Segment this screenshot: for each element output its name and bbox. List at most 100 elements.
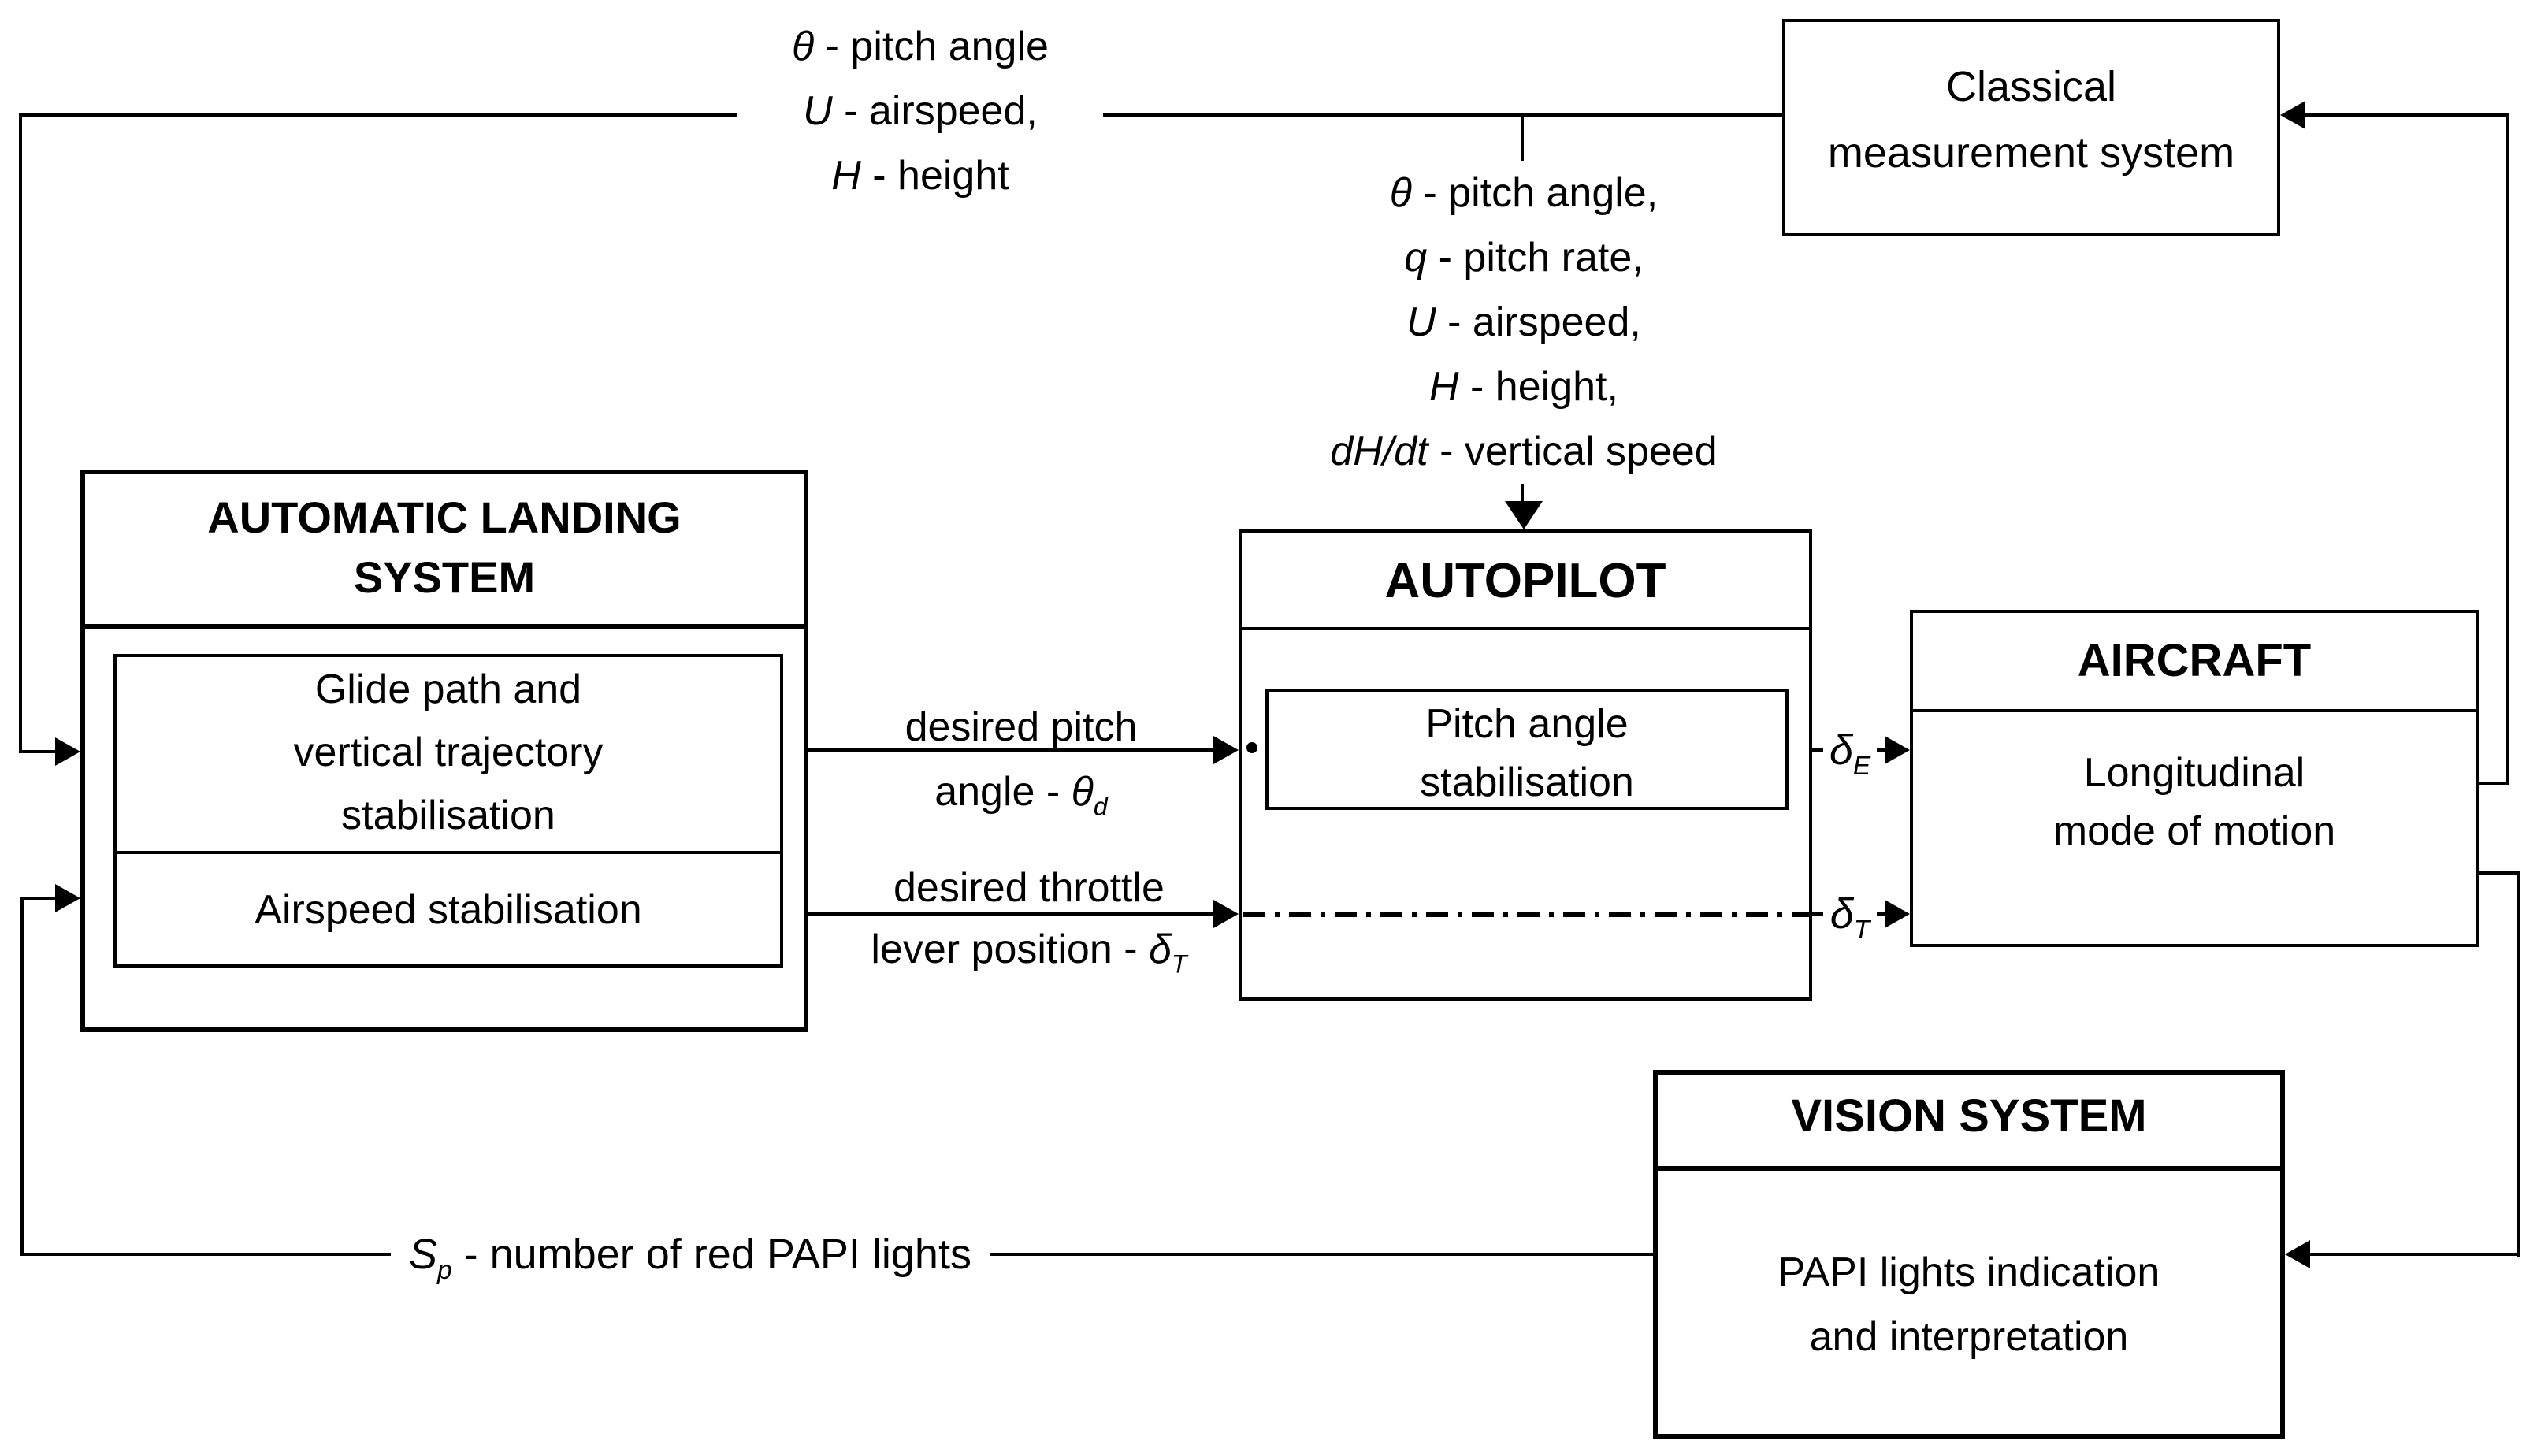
top-feedback-line3: H - height [737,143,1103,208]
signal-symbol: S [409,1231,438,1278]
classical-title-line1: Classical [1945,63,2117,110]
junction-dot [1246,742,1257,753]
arrowhead-desired-pitch-into-autopilot [1213,736,1239,764]
connector-aircraft-lower-exit [2476,871,2520,875]
pitch-stabilisation-box [1265,689,1789,810]
classical-title-line2: measurement system [1827,129,2235,176]
autopilot-title: AUTOPILOT [1384,553,1666,608]
signal-subscript: T [1171,950,1187,979]
signal-subscript: p [437,1254,452,1285]
signal-text: - pitch rate, [1427,233,1644,280]
connector-desired-pitch [783,748,1217,752]
aircraft-body-line2: mode of motion [2052,807,2336,854]
arrowhead-into-vision [2285,1240,2310,1268]
signal-subscript: d [1093,793,1108,822]
pitch-label-line2: stabilisation [1420,758,1634,805]
vision-title: VISION SYSTEM [1791,1092,2147,1142]
connector-papi-feedback-arm [20,897,60,900]
signal-symbol: q [1404,233,1428,280]
aircraft-body: Longitudinal mode of motion [1910,744,2479,860]
aircraft-body-line1: Longitudinal [2083,748,2305,796]
classical-measurement-title: Classical measurement system [1782,54,2280,186]
signal-symbol: θ [1389,169,1412,216]
label-papi-feedback: Sp - number of red PAPI lights [391,1224,990,1285]
measured-line2: q - pitch rate, [1294,225,1754,290]
connector-right-feedback-vertical-lower [2517,871,2520,1257]
signal-symbol: U [1406,298,1436,345]
pitch-label-line1: Pitch angle [1425,700,1629,747]
measured-line4: H - height, [1294,355,1754,419]
label-desired-pitch-line1: desired pitch [905,703,1138,750]
arrowhead-into-classical [2280,101,2305,129]
label-desired-throttle-line2: lever position - δT [816,925,1242,979]
aircraft-header-divider [1910,709,2479,712]
signal-text: lever position - [871,925,1149,972]
connector-left-feedback-arm [19,750,58,753]
signal-text: angle - [934,767,1072,815]
label-delta-e: δE [1823,723,1877,781]
measured-line3: U - airspeed, [1294,290,1754,355]
label-desired-pitch-line2: angle - θd [864,767,1179,821]
top-feedback-line2: U - airspeed, [737,79,1103,143]
als-header-divider [80,624,808,629]
signal-symbol: θ [792,22,815,69]
top-feedback-line1: θ - pitch angle [737,14,1103,79]
signal-symbol: U [803,87,833,134]
signal-symbol: dH/dt [1330,427,1428,474]
aircraft-box [1910,610,2479,947]
signal-subscript: E [1852,750,1871,781]
measured-line1: θ - pitch angle, [1294,161,1754,225]
signal-symbol: H [1429,362,1459,410]
signal-text: - airspeed, [832,87,1038,134]
connector-into-vision [2307,1253,2520,1256]
vision-box [1653,1070,2285,1439]
arrowhead-elevator-into-aircraft [1885,736,1910,764]
throttle-dashdot-line [1243,912,1812,917]
glide-label-line1: Glide path and [314,665,582,712]
signal-symbol: H [831,151,861,199]
connector-aircraft-upper-exit [2476,782,2509,785]
pitch-stabilisation-label: Pitch angle stabilisation [1265,695,1789,812]
signal-text: - airspeed, [1436,298,1641,345]
signal-text: - pitch angle [814,22,1049,69]
connector-left-feedback-vertical [19,113,22,753]
classical-measurement-box [1782,19,2280,236]
connector-into-classical [2302,113,2509,117]
vision-header-divider [1653,1166,2285,1171]
label-desired-throttle-line1: desired throttle [893,864,1165,911]
signal-text: - vertical speed [1428,427,1718,474]
label-delta-t: δT [1823,887,1877,945]
arrowhead-throttle-into-aircraft [1885,900,1910,928]
airspeed-box: Airspeed stabilisation [113,851,783,968]
airspeed-label: Airspeed stabilisation [254,885,642,932]
als-title: AUTOMATIC LANDING SYSTEM [80,488,808,608]
arrowhead-into-autopilot-top [1505,501,1543,529]
signal-symbol: δ [1149,925,1172,972]
measured-line5: dH/dt - vertical speed [1294,419,1754,484]
signal-symbol: δ [1829,890,1854,938]
vision-body-line1: PAPI lights indication [1777,1248,2160,1295]
glide-label-line2: vertical trajectory [293,728,604,775]
signal-text: - pitch angle, [1412,169,1659,216]
arrowhead-into-als-airspeed [55,884,80,912]
label-measured-signals: θ - pitch angle, q - pitch rate, U - air… [1294,161,1754,484]
vision-body-line2: and interpretation [1809,1313,2129,1360]
autopilot-header-divider [1239,627,1812,630]
signal-symbol: θ [1071,767,1094,815]
aircraft-title: AIRCRAFT [2077,637,2312,687]
signal-text: - height [860,151,1009,199]
als-title-line1: AUTOMATIC LANDING [207,493,682,542]
arrowhead-into-als-glide [55,737,80,766]
connector-desired-throttle [783,912,1217,916]
signal-text: - height, [1458,362,1618,410]
signal-subscript: T [1853,914,1870,945]
label-measured-top: θ - pitch angle U - airspeed, H - height [737,14,1103,208]
als-title-line2: SYSTEM [353,553,536,602]
glide-label-line3: stabilisation [341,791,555,838]
arrowhead-desired-throttle-into-autopilot [1213,900,1239,928]
connector-right-feedback-vertical-upper [2506,113,2509,785]
signal-text: - number of red PAPI lights [451,1231,971,1278]
glide-path-label: Glide path and vertical trajectory stabi… [113,657,783,846]
signal-symbol: δ [1829,726,1853,774]
